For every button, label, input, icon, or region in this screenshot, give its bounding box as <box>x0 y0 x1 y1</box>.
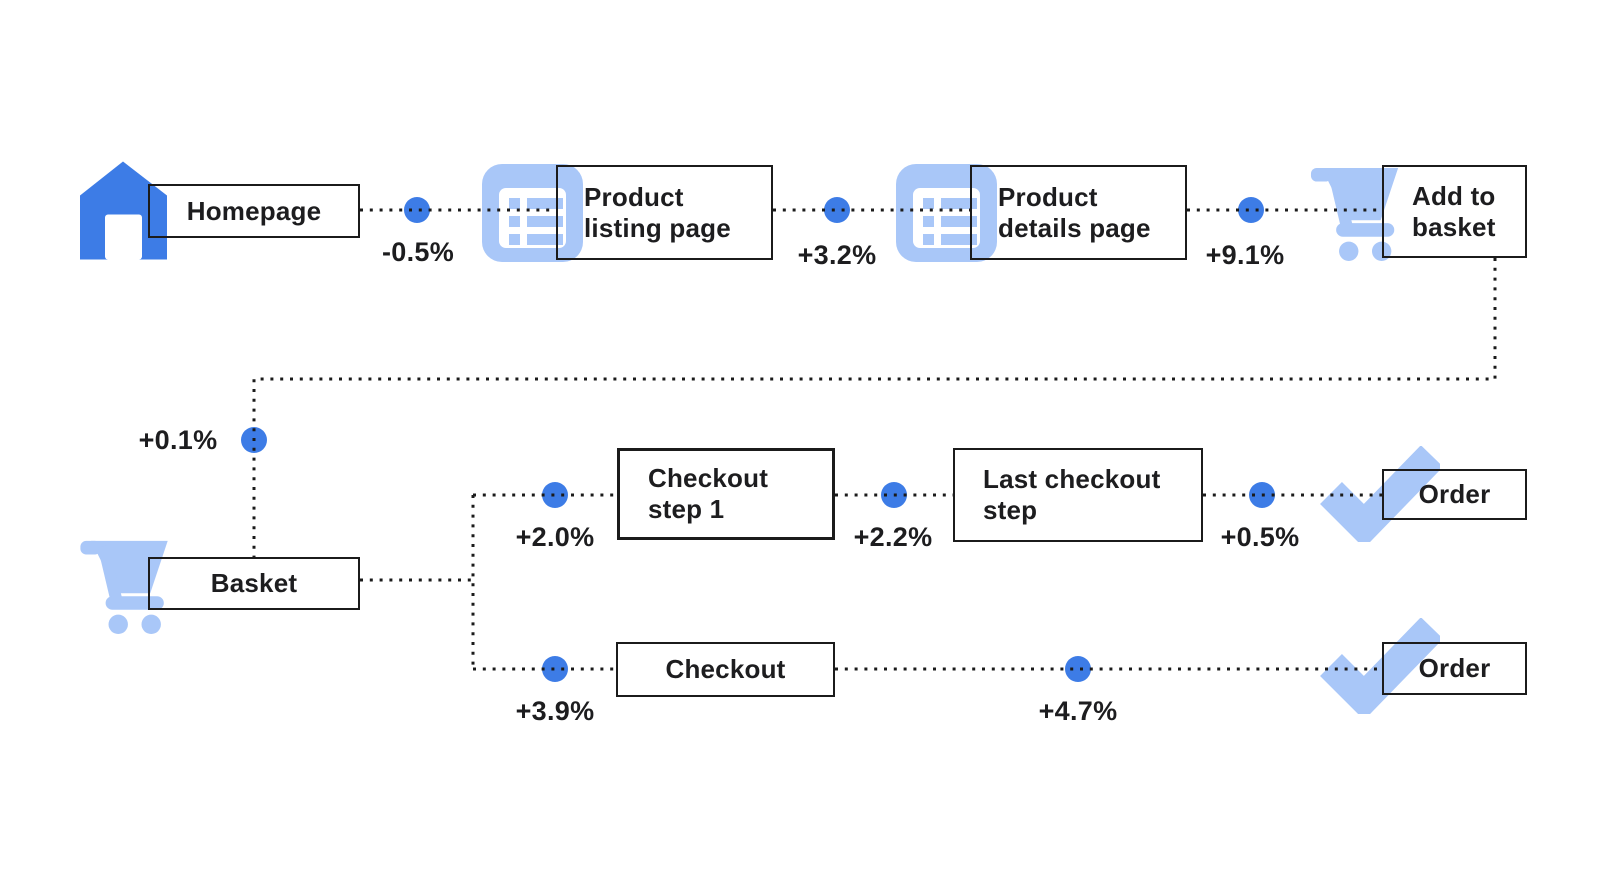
node-basket: Basket <box>148 557 360 610</box>
dotted-path <box>252 208 1497 671</box>
delta-label: -0.5% <box>381 237 455 267</box>
node-order-bottom: Order <box>1382 642 1527 695</box>
node-last-checkout-step: Last checkout step <box>953 448 1203 542</box>
delta-label: +2.0% <box>515 522 595 552</box>
node-homepage: Homepage <box>148 184 360 238</box>
step-dot <box>404 197 430 223</box>
delta-label: +2.2% <box>853 522 933 552</box>
node-product-listing-page: Product listing page <box>556 165 773 260</box>
node-label: Order <box>1418 653 1491 683</box>
delta-label: +0.1% <box>138 425 218 455</box>
delta-label: +3.9% <box>515 696 595 726</box>
node-checkout-step-1: Checkout step 1 <box>617 448 835 540</box>
step-dots <box>241 197 1275 682</box>
node-label: Product details page <box>998 181 1151 243</box>
step-dot <box>881 482 907 508</box>
node-label: Last checkout step <box>983 464 1161 525</box>
cart-icon <box>80 540 168 635</box>
delta-label: +4.7% <box>1038 696 1118 726</box>
step-dot <box>542 482 568 508</box>
node-checkout: Checkout <box>616 642 835 697</box>
step-dot <box>1238 197 1264 223</box>
node-label: Checkout step 1 <box>648 463 769 524</box>
node-label: Homepage <box>186 195 322 226</box>
node-label: Order <box>1418 479 1491 509</box>
delta-label: +3.2% <box>797 240 877 270</box>
delta-label: +9.1% <box>1205 240 1285 270</box>
node-label: Product listing page <box>584 181 731 243</box>
node-order-top: Order <box>1382 469 1527 520</box>
step-dot <box>824 197 850 223</box>
home-icon <box>80 161 167 260</box>
node-add-to-basket: Add to basket <box>1382 165 1527 258</box>
step-dot <box>542 656 568 682</box>
step-dot <box>1249 482 1275 508</box>
node-product-details-page: Product details page <box>970 165 1187 260</box>
node-label: Checkout <box>665 654 786 684</box>
node-label: Basket <box>210 568 298 598</box>
node-label: Add to basket <box>1412 180 1496 242</box>
step-dot <box>1065 656 1091 682</box>
step-dot <box>241 427 267 453</box>
delta-label: +0.5% <box>1220 522 1300 552</box>
